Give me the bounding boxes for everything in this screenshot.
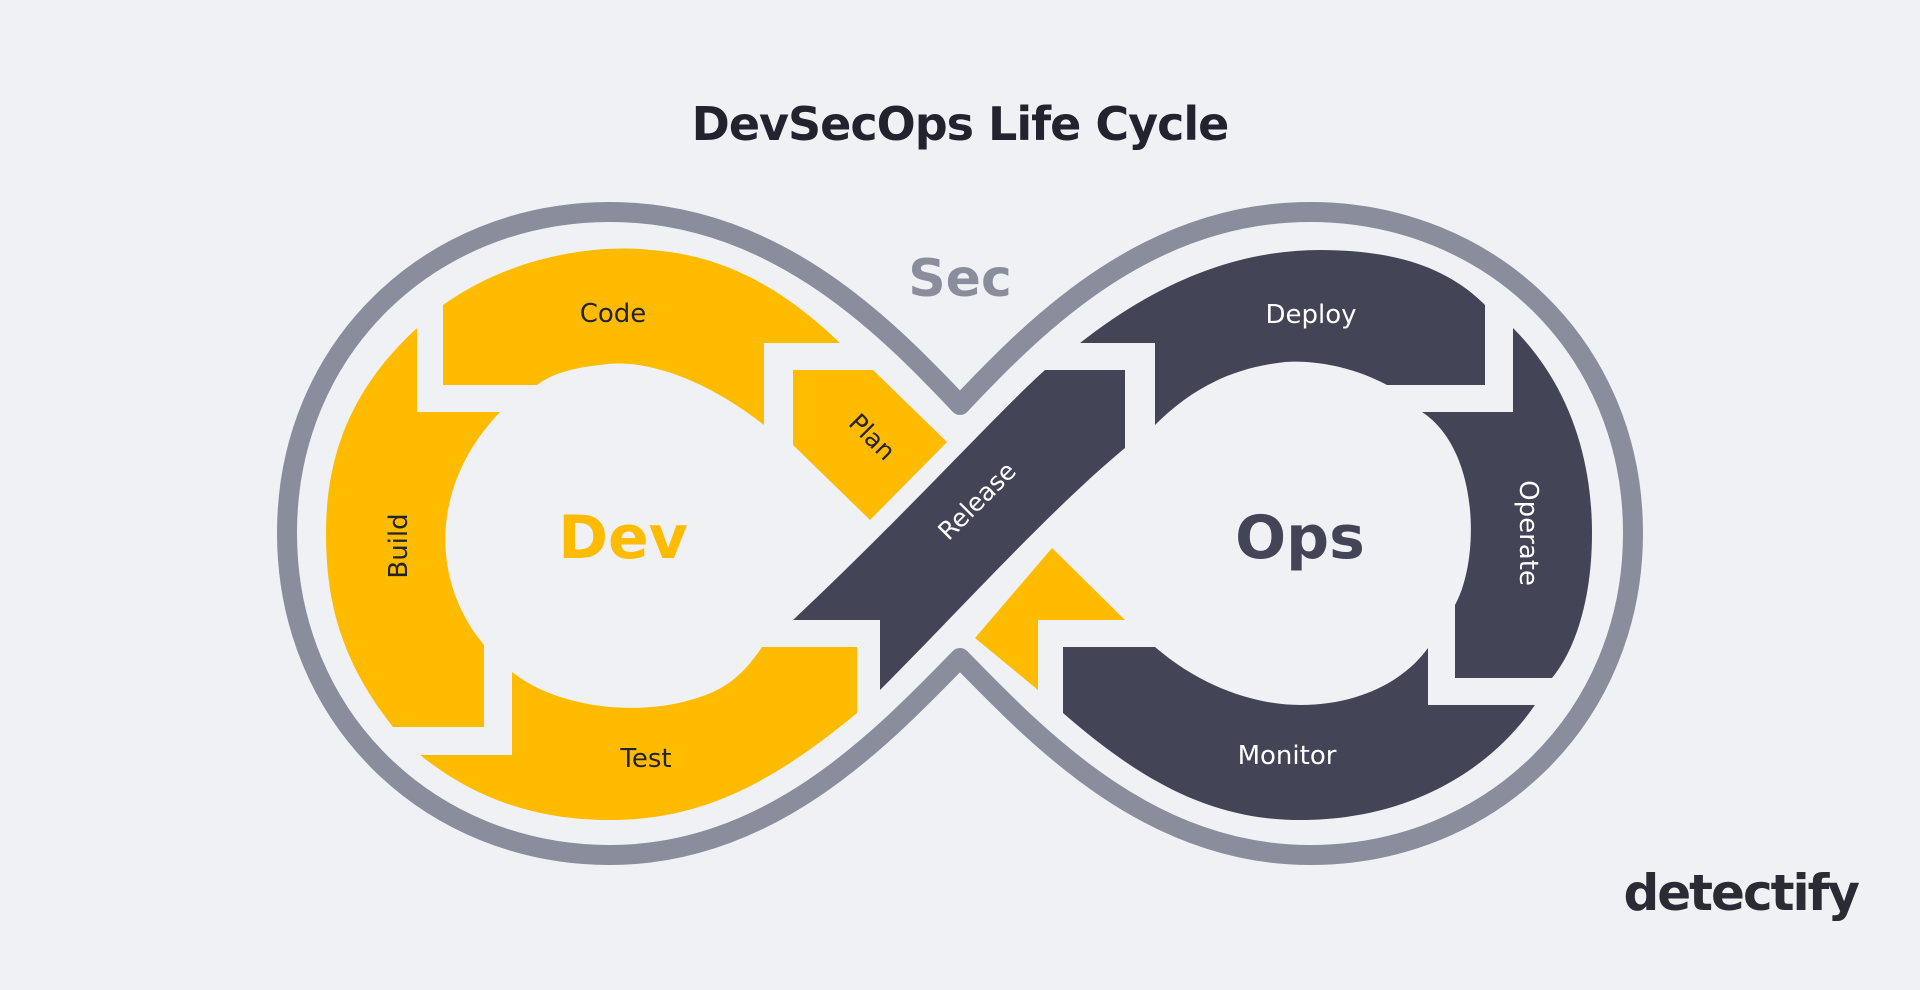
page-title: DevSecOps Life Cycle [691,97,1230,151]
dev-to-release-arrow [975,548,1125,690]
ops-label: Ops [1235,503,1365,573]
monitor-segment [1063,647,1535,820]
test-segment [420,647,857,820]
detectify-logo: detectify [1623,864,1860,922]
deploy-segment [1080,250,1485,425]
stage-label-deploy: Deploy [1265,300,1356,330]
plan-segment [793,370,947,520]
sec-loop-outline [277,202,1643,865]
build-segment [326,328,500,727]
sec-label: Sec [908,249,1012,309]
stage-label-code: Code [580,299,647,329]
code-segment [443,248,840,425]
stage-label-test: Test [619,744,671,774]
release-segment [793,370,1125,690]
stage-label-build: Build [384,513,414,578]
stage-label-monitor: Monitor [1238,741,1337,771]
dev-label: Dev [558,503,688,573]
stage-label-operate: Operate [1513,480,1543,586]
operate-segment [1422,328,1592,678]
